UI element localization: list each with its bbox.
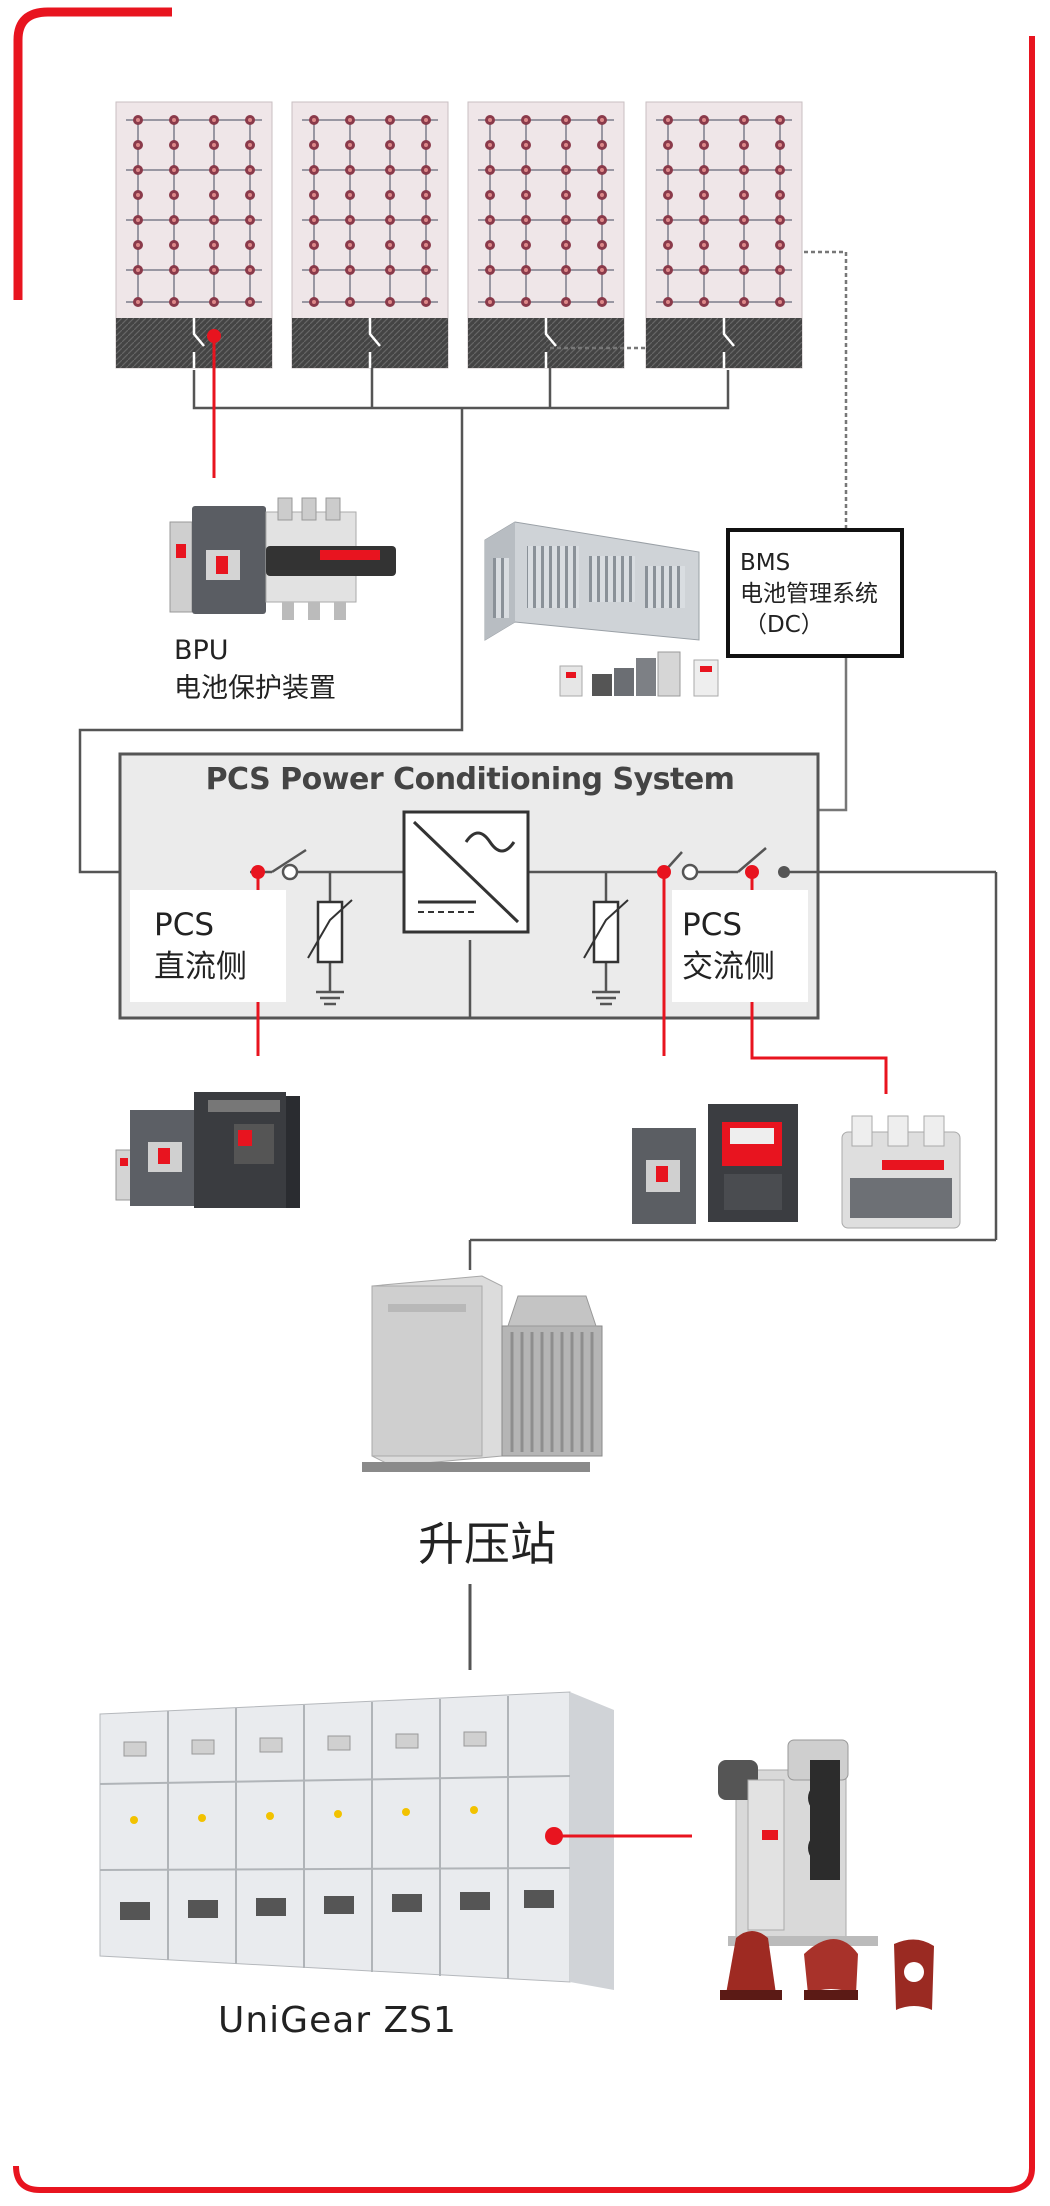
pcs-ac-label-line1: PCS (682, 907, 743, 943)
bpu-connector (207, 329, 221, 478)
switchgear-connector (545, 1827, 692, 1845)
bpu-label-line1: BPU (174, 635, 229, 666)
container-icon (484, 521, 700, 641)
battery-rack-icon (115, 101, 803, 369)
pcs-ac-label-line2: 交流侧 (682, 949, 775, 985)
container-components (559, 651, 719, 697)
switchgear-cabinet-icon (99, 1691, 614, 1990)
ac-breaker-icon (632, 1104, 798, 1224)
bms-label-line1: BMS (740, 550, 791, 576)
pcs-dc-side-label: PCS 直流侧 (130, 890, 286, 1002)
bms-box (726, 528, 904, 658)
switchgear-label: UniGear ZS1 (218, 2000, 457, 2041)
current-transformer-icon (720, 1931, 934, 2010)
pcs-ac-side-label: PCS 交流侧 (672, 890, 808, 1002)
surge-arrester-icon (307, 899, 629, 964)
bms-label-line3: （DC） (744, 612, 824, 638)
pcs-internal-lines (250, 847, 998, 1270)
bpu-label: BPU 电池保护装置 (174, 632, 336, 708)
dc-ac-converter-icon (402, 810, 530, 934)
vacuum-breaker-icon (718, 1739, 878, 1946)
bms-label: BMS 电池管理系统 （DC） (740, 548, 878, 641)
bpu-label-line2: 电池保护装置 (174, 673, 336, 704)
pcs-dc-label-line2: 直流侧 (154, 949, 247, 985)
ac-switch-disconnector-icon (841, 1115, 961, 1229)
pcs-title: PCS Power Conditioning System (205, 762, 735, 797)
bms-label-line2: 电池管理系统 (740, 581, 878, 607)
bms-comm-line (550, 250, 848, 812)
pcs-dc-label-line1: PCS (154, 907, 215, 943)
dc-breaker-icon (115, 1092, 300, 1208)
substation-label: 升压站 (418, 1517, 556, 1571)
breaker-switch-icon (169, 497, 396, 620)
transformer-icon (362, 1275, 603, 1472)
